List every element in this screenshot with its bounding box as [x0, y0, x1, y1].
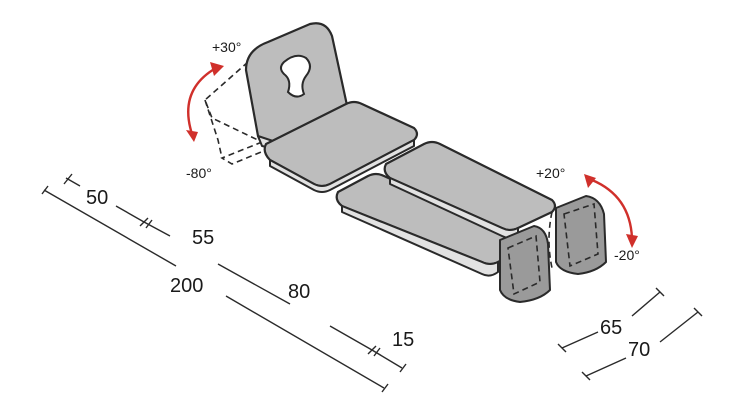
dim-leg-section: 80 [288, 281, 310, 303]
head-up-angle: +30° [212, 39, 241, 55]
length-dimensions [41, 173, 407, 393]
foot-rotation-arrow [584, 174, 638, 248]
dim-width-inner: 65 [600, 317, 622, 339]
head-rest-ghost-up [204, 61, 263, 143]
face-hole-icon [280, 54, 311, 98]
foot-rest [499, 195, 607, 303]
foot-down-angle: -20° [614, 247, 640, 263]
head-rest-ghost-down [220, 141, 267, 165]
head-down-angle: -80° [186, 165, 212, 181]
foot-up-angle: +20° [536, 165, 565, 181]
dim-width-outer: 70 [628, 339, 650, 361]
head-rotation-arrow [186, 62, 224, 142]
dim-head-section: 50 [86, 187, 108, 209]
dim-foot-section: 15 [392, 329, 414, 351]
upper-cushion [263, 100, 419, 193]
width-dimensions [557, 287, 703, 381]
dim-total-length: 200 [170, 275, 203, 297]
dim-seat-section: 55 [192, 227, 214, 249]
